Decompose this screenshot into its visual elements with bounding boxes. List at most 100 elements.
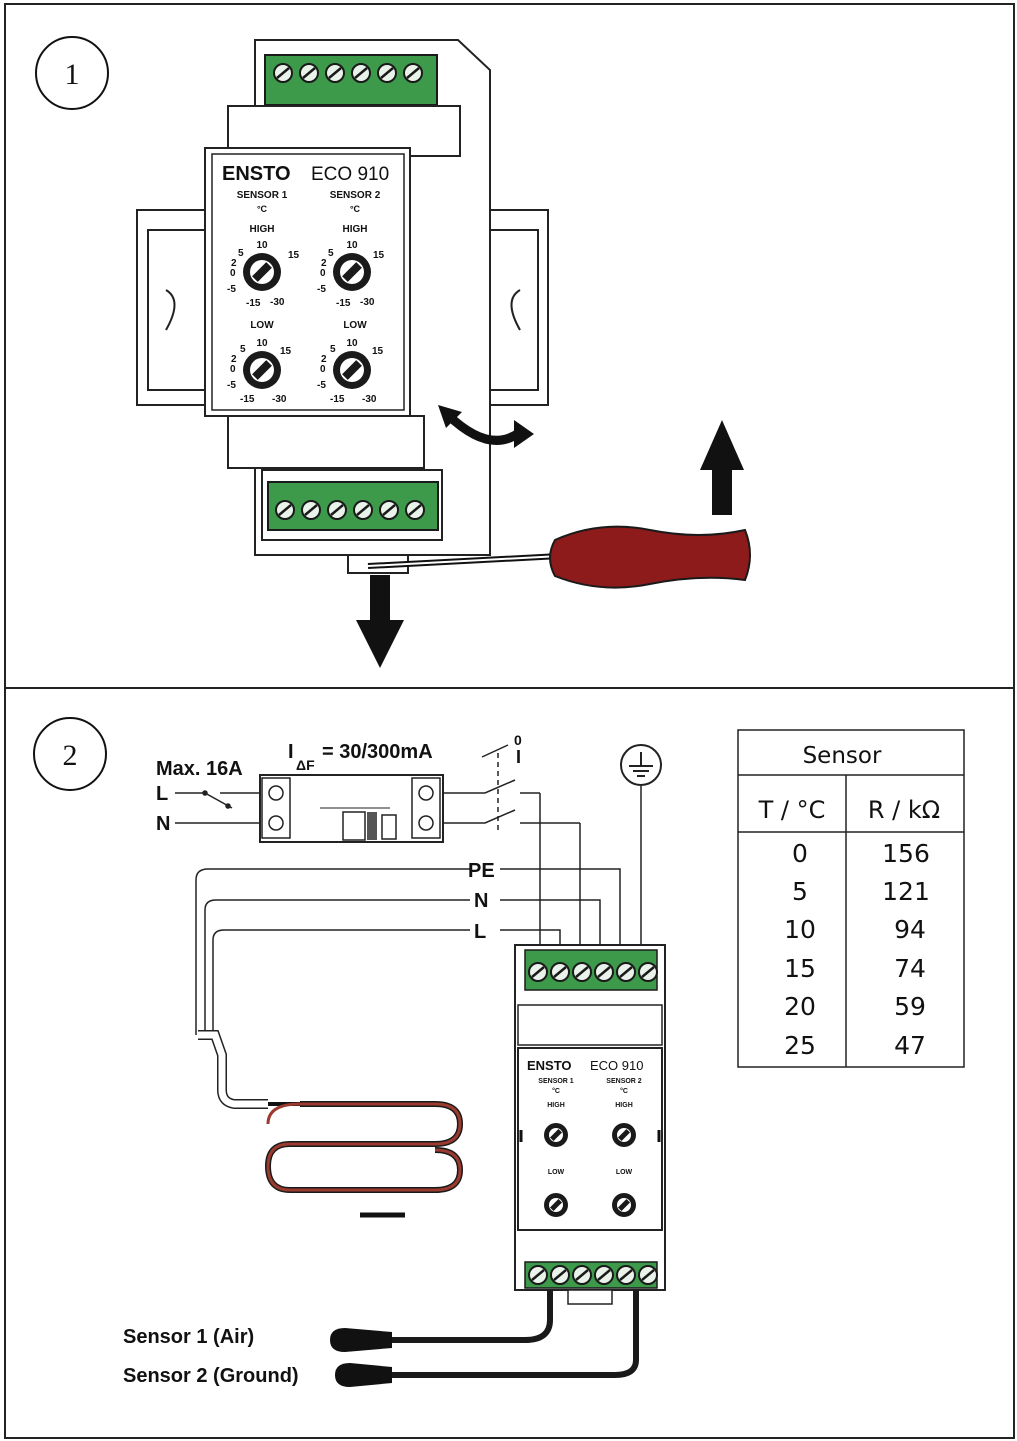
terminal-screw <box>549 1264 571 1286</box>
svg-text:5: 5 <box>238 248 244 259</box>
sensor-2-label: Sensor 2 (Ground) <box>123 1365 299 1387</box>
terminal-screw <box>549 961 571 983</box>
svg-text:-30: -30 <box>362 394 377 405</box>
svg-text:-15: -15 <box>330 394 345 405</box>
table-cell: 15 <box>784 954 816 983</box>
rcd-label: I <box>288 741 294 763</box>
dial-sensor2-high: 10 15 5 2 0 -5 -15 -30 <box>317 240 385 309</box>
terminal-screw <box>527 961 549 983</box>
terminal-screw <box>352 499 374 521</box>
svg-text:2: 2 <box>231 258 237 269</box>
terminal-screw <box>300 499 322 521</box>
terminal-screw <box>402 62 424 84</box>
svg-text:5: 5 <box>330 344 336 355</box>
svg-text:10: 10 <box>346 240 358 251</box>
line-n-label: N <box>156 813 170 835</box>
model-name: ECO 910 <box>311 164 389 185</box>
dial-small <box>612 1123 636 1147</box>
terminal-screw <box>527 1264 549 1286</box>
terminal-screw <box>274 499 296 521</box>
sensor-resistance-table: Sensor T / °C R / kΩ 0 156 5 121 10 94 1… <box>737 729 965 1068</box>
switch-output-wires <box>539 793 581 950</box>
svg-text:0: 0 <box>230 364 236 375</box>
table-row: 25 47 <box>784 1031 926 1060</box>
dial-sensor1-high: 10 15 5 2 0 -5 -15 -30 <box>227 240 300 309</box>
isolating-switch <box>443 744 580 830</box>
wire-pe-label: PE <box>468 860 495 882</box>
terminal-screw <box>326 499 348 521</box>
low-label-small: LOW <box>616 1169 633 1176</box>
high-label: HIGH <box>250 224 275 235</box>
switch-off-label: 0 <box>514 732 522 748</box>
svg-text:-5: -5 <box>317 284 326 295</box>
step-1-number: 1 <box>65 58 80 91</box>
line-l-label: L <box>156 783 168 805</box>
arrow-up-icon <box>700 420 744 515</box>
model-name-small: ECO 910 <box>590 1058 643 1073</box>
rotate-arrow-icon <box>444 411 523 445</box>
sensor-1-unit: °C <box>257 204 268 214</box>
svg-text:0: 0 <box>320 364 326 375</box>
svg-text:-15: -15 <box>336 298 351 309</box>
step-2-badge <box>33 717 107 791</box>
earth-ground-icon <box>620 744 662 950</box>
high-label-small: HIGH <box>615 1102 633 1109</box>
high-label: HIGH <box>343 224 368 235</box>
terminal-screw <box>350 62 372 84</box>
svg-text:-30: -30 <box>270 297 285 308</box>
svg-text:-5: -5 <box>317 380 326 391</box>
table-cell: 5 <box>792 877 808 906</box>
sensor-2-heading-small: SENSOR 2 <box>606 1078 642 1085</box>
svg-text:2: 2 <box>231 354 237 365</box>
svg-text:15: 15 <box>372 346 384 357</box>
terminal-screw <box>404 499 426 521</box>
terminal-screw <box>637 961 659 983</box>
table-cell: 156 <box>882 839 930 868</box>
svg-text:-15: -15 <box>240 394 255 405</box>
terminal-screw <box>637 1264 659 1286</box>
terminal-screw <box>615 1264 637 1286</box>
arrow-down-icon <box>356 575 404 668</box>
table-header-resistance: R / kΩ <box>868 796 940 824</box>
svg-text:15: 15 <box>373 250 385 261</box>
table-row: 0 156 <box>792 839 930 868</box>
din-rail <box>136 209 549 406</box>
table-cell: 94 <box>894 915 926 944</box>
breaker-max-label: Max. 16A <box>156 758 243 780</box>
wire-n-label: N <box>474 890 488 912</box>
svg-text:-30: -30 <box>272 394 287 405</box>
rotate-arrow-head-right <box>514 420 534 448</box>
sensor-2-unit: °C <box>350 204 361 214</box>
svg-text:10: 10 <box>256 240 268 251</box>
dial-sensor1-low: 10 15 5 2 0 -5 -15 -30 <box>227 338 292 405</box>
sensor-1-heading-small: SENSOR 1 <box>538 1078 574 1085</box>
svg-text:10: 10 <box>256 338 268 349</box>
figure-frame <box>4 3 1015 1439</box>
low-label-small: LOW <box>548 1169 565 1176</box>
svg-text:0: 0 <box>230 268 236 279</box>
svg-text:-5: -5 <box>227 284 236 295</box>
table-cell: 74 <box>894 954 926 983</box>
terminal-screw <box>571 1264 593 1286</box>
brand-logo-small: ENSTO <box>527 1058 572 1073</box>
wire-l-label: L <box>474 921 486 943</box>
screwdriver-icon <box>367 525 751 589</box>
table-cell: 0 <box>792 839 808 868</box>
svg-text:2: 2 <box>321 258 327 269</box>
heating-cable-leads <box>195 868 621 1035</box>
rotate-arrow-head-left <box>438 405 462 428</box>
low-label: LOW <box>343 320 367 331</box>
svg-text:15: 15 <box>288 250 300 261</box>
panel-2: 2 Max. 16A I ΔF = 30/300mA L N <box>33 717 965 1387</box>
terminal-screw <box>298 62 320 84</box>
table-row: 5 121 <box>792 877 930 906</box>
svg-text:5: 5 <box>240 344 246 355</box>
dial-small <box>544 1123 568 1147</box>
heating-cable <box>198 1030 464 1218</box>
dial-small <box>544 1193 568 1217</box>
brand-logo: ENSTO <box>222 163 291 185</box>
step-1-badge <box>35 36 109 110</box>
table-cell: 59 <box>894 992 926 1021</box>
svg-text:5: 5 <box>328 248 334 259</box>
